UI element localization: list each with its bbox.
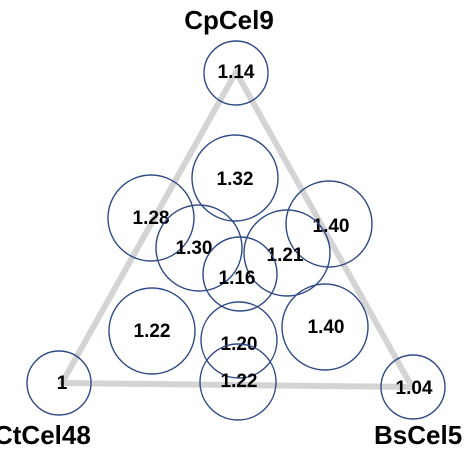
node-circle [200, 301, 278, 379]
node-value: 1.21 [267, 245, 304, 266]
node-bottom-mid: 1.22 [199, 343, 277, 421]
node-value: 1.40 [313, 216, 350, 237]
triangle-edges [59, 69, 415, 390]
node-right-upper: 1.40 [285, 180, 373, 268]
node-circle [191, 134, 279, 222]
node-circle [380, 354, 446, 420]
node-right-lower: 1.40 [281, 283, 369, 371]
node-cpcel9: 1.14 [203, 40, 269, 106]
vertex-label-cpcel9: CpCel9 [184, 5, 274, 35]
node-circle [203, 40, 269, 106]
node-value: 1.14 [218, 62, 255, 83]
node-left-upper: 1.28 [107, 174, 195, 262]
vertex-label-ctcel48: CtCel48 [0, 420, 91, 449]
node-ctcel48: 1 [26, 350, 92, 416]
node-value: 1.40 [308, 317, 345, 338]
node-center-lower: 1.20 [200, 301, 278, 379]
node-value: 1.32 [217, 169, 254, 190]
node-center-left: 1.30 [155, 204, 243, 292]
node-circle [281, 283, 369, 371]
node-circle [285, 180, 373, 268]
node-circle [26, 350, 92, 416]
node-circle [155, 204, 243, 292]
node-value: 1.22 [221, 371, 258, 392]
node-value: 1 [57, 373, 68, 394]
node-circle [107, 174, 195, 262]
node-circle [243, 209, 331, 297]
node-value: 1.16 [219, 268, 256, 289]
vertex-label-bscel5: BsCel5 [374, 420, 462, 449]
node-center: 1.16 [202, 236, 278, 312]
edge-right [233, 69, 415, 390]
edge-bottom [59, 380, 415, 390]
node-value: 1.28 [133, 208, 170, 229]
node-value: 1.30 [176, 238, 213, 259]
node-circle [199, 343, 277, 421]
node-bscel5: 1.04 [380, 354, 446, 420]
edge-left [59, 69, 239, 386]
node-circle [108, 287, 196, 375]
node-center-top: 1.32 [191, 134, 279, 222]
node-center-right: 1.21 [243, 209, 331, 297]
node-value: 1.04 [396, 378, 433, 399]
node-circle [202, 236, 278, 312]
node-left-lower: 1.22 [108, 287, 196, 375]
node-value: 1.22 [134, 321, 171, 342]
